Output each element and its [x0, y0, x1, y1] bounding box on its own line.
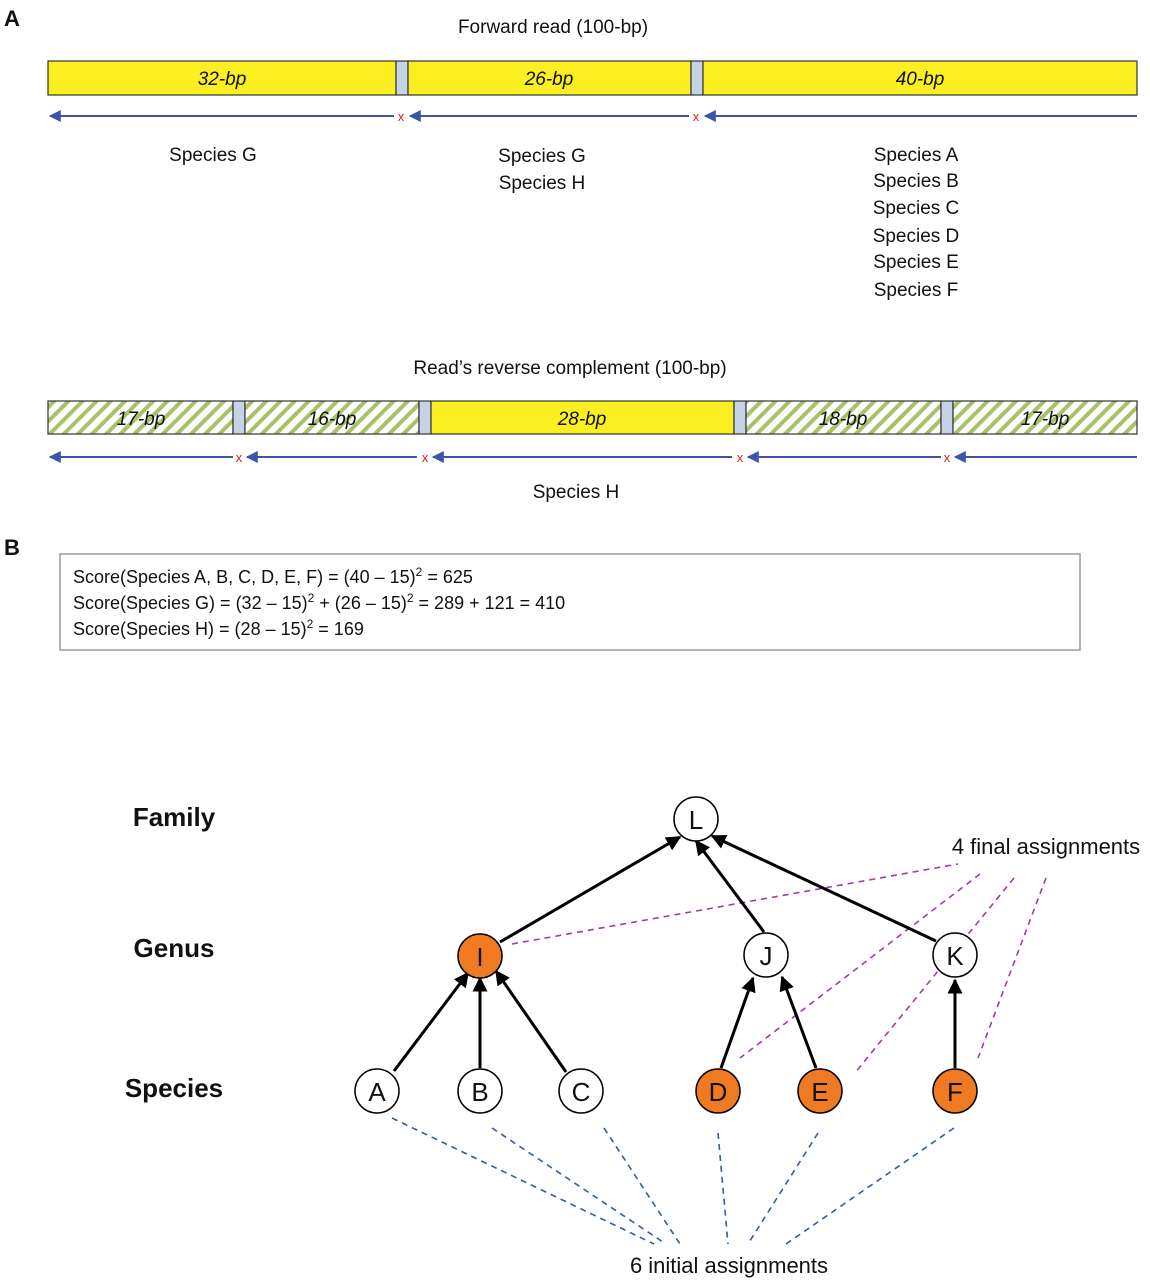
- node-C: C: [558, 1068, 604, 1114]
- reverse-separator-1: [232, 400, 246, 435]
- node-F: F: [932, 1068, 978, 1114]
- score-line-2: Score(Species G) = (32 – 15)2 + (26 – 15…: [73, 591, 565, 613]
- rank-genus: Genus: [134, 933, 215, 963]
- initial-link-D: [717, 1132, 729, 1245]
- panel-b-label: B: [4, 535, 20, 560]
- score-line-1: Score(Species A, B, C, D, E, F) = (40 – …: [73, 565, 473, 587]
- reverse-separator-4: [940, 400, 954, 435]
- forward-segment-1: [47, 60, 397, 96]
- panel-a-label: A: [4, 6, 20, 31]
- svg-text:I: I: [476, 942, 483, 972]
- edge-D-J: [719, 976, 756, 1069]
- edge-A-I: [392, 971, 470, 1072]
- forward-segment-3-label: 40-bp: [896, 69, 945, 90]
- edge-E-J: [779, 975, 818, 1069]
- final-link-I: [511, 863, 959, 945]
- tree-nodes: L I J K A B C D: [354, 796, 978, 1114]
- forward-separator-2: [690, 60, 704, 96]
- reverse-segment-1-label: 17-bp: [117, 409, 166, 430]
- forward-arrows: x x: [48, 109, 1137, 124]
- tree-edges: [392, 834, 963, 1073]
- forward-group-3-species-3: Species C: [873, 198, 960, 219]
- final-link-E: [853, 877, 1015, 1075]
- forward-group-3-species-2: Species B: [873, 171, 959, 192]
- forward-group-2-species-1: Species G: [498, 146, 586, 167]
- reverse-segment-3: [430, 400, 735, 435]
- reverse-mismatch-2: x: [422, 450, 429, 465]
- node-D: D: [695, 1068, 741, 1114]
- svg-text:J: J: [760, 941, 773, 971]
- forward-group-3-species-5: Species E: [873, 252, 959, 273]
- edge-K-L: [710, 834, 937, 943]
- edge-C-I: [494, 969, 568, 1073]
- forward-group-2-species-2: Species H: [499, 173, 586, 194]
- initial-link-A: [391, 1117, 655, 1245]
- node-J: J: [743, 932, 789, 978]
- reverse-separator-3: [733, 400, 747, 435]
- reverse-segment-2: [244, 400, 420, 435]
- forward-read-title: Forward read (100-bp): [458, 17, 648, 38]
- reverse-segment-2-label: 16-bp: [308, 409, 357, 430]
- reverse-arrows: x x x x: [48, 450, 1137, 465]
- node-I: I: [457, 933, 503, 979]
- edge-J-L: [694, 839, 766, 933]
- reverse-segment-5-label: 17-bp: [1021, 409, 1070, 430]
- rank-species: Species: [125, 1073, 223, 1103]
- forward-mismatch-1: x: [398, 109, 405, 124]
- forward-group-3-species-4: Species D: [873, 226, 960, 247]
- initial-link-C: [603, 1127, 681, 1245]
- rank-family: Family: [133, 802, 216, 832]
- svg-text:B: B: [471, 1077, 488, 1107]
- initial-link-B: [491, 1127, 667, 1245]
- svg-text:D: D: [709, 1077, 728, 1107]
- node-K: K: [932, 932, 978, 978]
- reverse-mismatch-1: x: [236, 450, 243, 465]
- forward-segment-3: [702, 60, 1138, 96]
- forward-read-bar: 32-bp 26-bp 40-bp: [47, 60, 1138, 96]
- node-B: B: [457, 1068, 503, 1114]
- svg-text:K: K: [946, 941, 964, 971]
- forward-group-3-species-1: Species A: [874, 145, 959, 166]
- final-assignment-links: [511, 863, 1047, 1075]
- score-box: [59, 553, 1081, 651]
- reverse-mismatch-3: x: [737, 450, 744, 465]
- edge-I-L: [499, 835, 682, 944]
- initial-link-F: [785, 1127, 955, 1245]
- forward-separator-1: [395, 60, 409, 96]
- reverse-segment-1: [47, 400, 234, 435]
- forward-group-3-species-6: Species F: [874, 280, 958, 301]
- reverse-separator-2: [418, 400, 432, 435]
- final-assignments-label: 4 final assignments: [952, 834, 1140, 859]
- initial-assignments-label: 6 initial assignments: [630, 1253, 828, 1278]
- forward-group-1-species-1: Species G: [169, 145, 257, 166]
- svg-text:L: L: [689, 805, 703, 835]
- reverse-group-species: Species H: [533, 482, 620, 503]
- node-A: A: [354, 1068, 400, 1114]
- forward-segment-2-label: 26-bp: [524, 69, 574, 90]
- reverse-read-title: Read’s reverse complement (100-bp): [413, 358, 726, 379]
- initial-assignment-links: [391, 1117, 955, 1245]
- reverse-segment-3-label: 28-bp: [557, 409, 607, 430]
- forward-mismatch-2: x: [693, 109, 700, 124]
- score-line-3: Score(Species H) = (28 – 15)2 = 169: [73, 617, 364, 639]
- reverse-mismatch-4: x: [944, 450, 951, 465]
- svg-text:F: F: [947, 1077, 963, 1107]
- reverse-segment-5: [952, 400, 1138, 435]
- node-E: E: [797, 1068, 843, 1114]
- svg-text:A: A: [368, 1077, 386, 1107]
- reverse-segment-4-label: 18-bp: [819, 409, 868, 430]
- forward-segment-1-label: 32-bp: [198, 69, 247, 90]
- reverse-read-bar: 17-bp 16-bp 28-bp 18-bp 17-bp: [47, 400, 1138, 435]
- forward-segment-2: [407, 60, 692, 96]
- final-link-F: [977, 877, 1047, 1059]
- initial-link-E: [747, 1132, 819, 1245]
- svg-text:C: C: [572, 1077, 591, 1107]
- svg-text:E: E: [811, 1077, 828, 1107]
- node-L: L: [673, 796, 719, 842]
